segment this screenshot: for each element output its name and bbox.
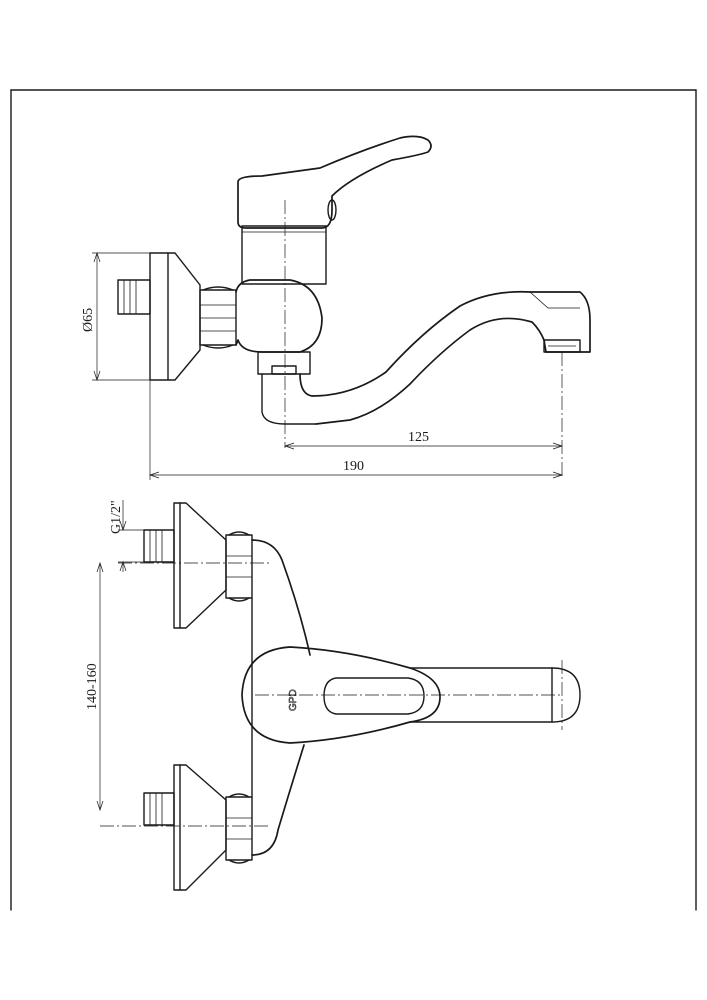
side-mixer-body (235, 225, 327, 353)
side-lever-handle (237, 135, 432, 229)
diameter-dimension: Ø65 (81, 251, 150, 382)
side-swivel-spout (299, 290, 591, 425)
side-spout-base (257, 351, 317, 425)
overall-length-dimension: 190 (148, 380, 564, 480)
centers-label: 140-160 (85, 663, 100, 710)
reach-label: 125 (408, 430, 429, 445)
side-wall-flange (149, 252, 201, 381)
top-view-dimensions: G1/2" 140-160 (85, 500, 144, 812)
logo-text: GPD (288, 689, 299, 711)
top-lower-connection (143, 764, 253, 891)
thread-dimension: G1/2" (109, 500, 144, 572)
side-view (117, 135, 591, 478)
top-body-outline (251, 539, 311, 856)
side-hex-nut (199, 286, 237, 349)
top-lever-handle: GPD (241, 646, 441, 744)
diameter-label: Ø65 (81, 308, 96, 332)
overall-length-label: 190 (343, 459, 364, 474)
side-view-dimensions: Ø65 125 190 (81, 251, 564, 480)
top-upper-connection (143, 502, 253, 629)
thread-label: G1/2" (109, 500, 124, 534)
centers-dimension: 140-160 (85, 561, 104, 812)
top-view: GPD (100, 502, 581, 891)
drawing-frame (10, 89, 697, 911)
side-eccentric-nipple (117, 279, 151, 315)
reach-dimension: 125 (283, 430, 564, 450)
